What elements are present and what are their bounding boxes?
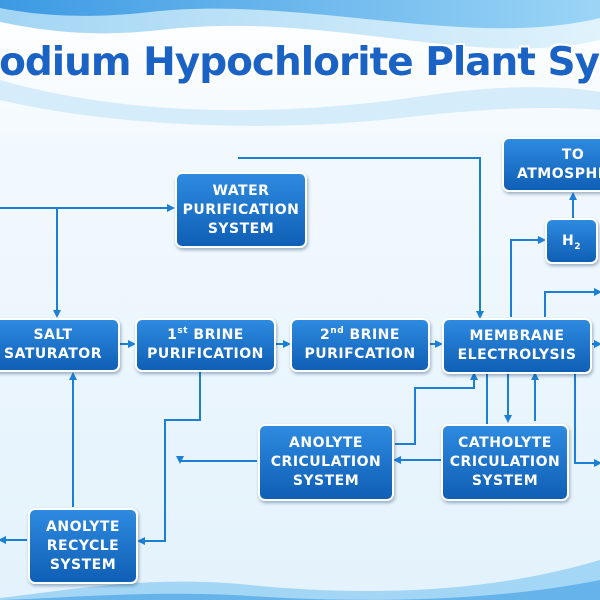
arrow-membrane-right <box>544 288 600 317</box>
salt-label-1: SALT <box>33 327 73 343</box>
recycle-label-3: SYSTEM <box>49 556 117 573</box>
arrow-water-to-membrane <box>238 157 484 319</box>
brine2-rest: BRINE <box>344 327 400 343</box>
arrow-catholyte-out <box>574 373 600 467</box>
brine1-sup: st <box>177 326 189 336</box>
arrow-brine1-to-recycle <box>137 372 201 545</box>
atmosphere-label-2: ATMOSPHERE <box>517 165 600 182</box>
water-label-3: SYSTEM <box>207 220 275 237</box>
atmosphere-label-1: TO <box>561 146 585 163</box>
anolyte-recycle-system-box: ANOLYTE RECYCLE SYSTEM <box>28 508 138 584</box>
h2-label: H2 <box>562 232 581 252</box>
membrane-label-1: MEMBRANE <box>469 328 565 344</box>
salt-saturator-box: SALT SATURATOR <box>0 318 120 372</box>
arrow-anolyte-circ-to-membrane <box>395 372 478 445</box>
anolyte-circ-label-1: ANOLYTE <box>289 435 363 451</box>
catholyte-label-1: CATHOLYTE <box>458 435 552 451</box>
salt-label-2: SATURATOR <box>3 346 102 362</box>
second-brine-purification-box: 2nd BRINE PURIFCATION <box>290 318 430 372</box>
brine2-label-1: 2nd BRINE <box>320 326 400 345</box>
water-purification-system-box: WATER PURIFICATION SYSTEM <box>175 172 307 248</box>
h2-box: H2 <box>545 218 598 264</box>
anolyte-circ-label-3: SYSTEM <box>292 473 360 489</box>
h2-base: H <box>562 232 575 249</box>
catholyte-label-3: SYSTEM <box>471 473 539 489</box>
recycle-label-2: RECYCLE <box>46 537 120 554</box>
page-title: Sodium Hypochlorite Plant System diagram <box>0 40 600 85</box>
brine2-label-2: PURIFCATION <box>304 346 416 362</box>
brine1-num: 1 <box>167 327 178 343</box>
brine2-sup: nd <box>330 326 345 336</box>
anolyte-circulation-system-box: ANOLYTE CRICULATION SYSTEM <box>258 424 394 501</box>
membrane-electrolysis-box: MEMBRANE ELECTROLYSIS <box>442 318 592 374</box>
arrow-membrane-to-h2 <box>510 236 546 317</box>
water-label-1: WATER <box>212 182 270 199</box>
catholyte-label-2: CRICULATION <box>449 454 561 470</box>
brine2-num: 2 <box>320 327 331 343</box>
arrow-anolyte-circ-to-recycle <box>176 456 257 464</box>
brine1-label-2: PURIFICATION <box>147 346 264 362</box>
anolyte-circ-label-2: CRICULATION <box>270 454 382 470</box>
h2-sub: 2 <box>574 241 581 252</box>
brine1-rest: BRINE <box>188 327 244 343</box>
membrane-label-2: ELECTROLYSIS <box>457 347 577 363</box>
catholyte-circulation-system-box: CATHOLYTE CRICULATION SYSTEM <box>441 424 569 501</box>
to-atmosphere-box: TO ATMOSPHERE <box>502 137 600 192</box>
first-brine-purification-box: 1st BRINE PURIFICATION <box>135 318 276 372</box>
brine1-label-1: 1st BRINE <box>167 326 244 345</box>
recycle-label-1: ANOLYTE <box>46 518 120 535</box>
water-label-2: PURIFICATION <box>182 201 300 218</box>
